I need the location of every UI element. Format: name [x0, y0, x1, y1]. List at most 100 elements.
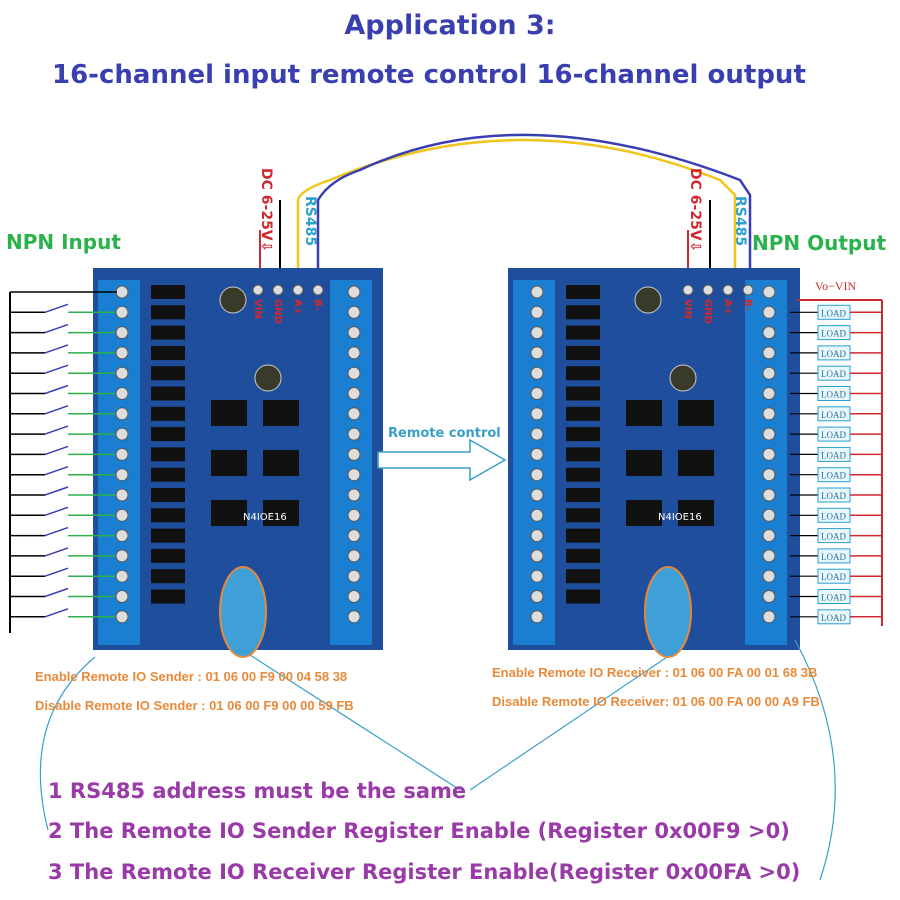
terminal-screw	[347, 447, 361, 461]
terminal-screw	[347, 346, 361, 360]
load-label: LOAD	[821, 349, 846, 359]
optocoupler-chip	[566, 548, 600, 563]
power-terminal-screw	[252, 284, 264, 296]
capacitor	[634, 286, 662, 314]
terminal-screw	[347, 488, 361, 502]
note-3: 3 The Remote IO Receiver Register Enable…	[48, 860, 801, 884]
terminal-screw	[762, 569, 776, 583]
load-label: LOAD	[821, 450, 846, 460]
terminal-screw	[530, 468, 544, 482]
note-1: 1 RS485 address must be the same	[48, 779, 467, 803]
terminal-screw	[530, 305, 544, 319]
dip-switch-highlight	[644, 566, 692, 658]
disable-sender-command: Disable Remote IO Sender : 01 06 00 F9 0…	[35, 698, 354, 713]
terminal-screw	[530, 569, 544, 583]
annotation-arrow	[249, 654, 461, 791]
load-label: LOAD	[821, 308, 846, 318]
terminal-label-a: A+	[292, 299, 303, 315]
npn-input-label: NPN Input	[6, 230, 121, 254]
terminal-screw	[347, 468, 361, 482]
page-title: Application 3:	[344, 10, 556, 41]
power-terminal-screw	[682, 284, 694, 296]
terminal-screw	[530, 326, 544, 340]
optocoupler-chip	[151, 427, 185, 442]
annotation-arrow	[39, 656, 96, 831]
ic-chip	[263, 500, 299, 526]
load: LOAD	[790, 609, 882, 625]
input-switch	[10, 344, 115, 354]
optocoupler-chip	[151, 528, 185, 543]
optocoupler-chip	[151, 325, 185, 340]
load-label: LOAD	[821, 572, 846, 582]
optocoupler-chip	[151, 447, 185, 462]
terminal-screw	[530, 285, 544, 299]
load-label: LOAD	[821, 430, 846, 440]
terminal-screw	[115, 447, 129, 461]
capacitor	[254, 364, 282, 392]
load-label: LOAD	[821, 491, 846, 501]
dip-switch-highlight	[219, 566, 267, 658]
terminal-screw	[115, 590, 129, 603]
load: LOAD	[790, 507, 882, 523]
input-switch	[10, 567, 115, 577]
terminal-screw	[115, 508, 129, 522]
terminal-label-b: B-	[312, 299, 323, 311]
terminal-screw	[347, 285, 361, 299]
terminal-screw	[530, 529, 544, 543]
input-switch	[10, 364, 115, 374]
load: LOAD	[790, 325, 882, 341]
terminal-screw	[115, 407, 129, 421]
input-switch	[10, 587, 115, 598]
load: LOAD	[790, 345, 882, 361]
load: LOAD	[790, 568, 882, 584]
terminal-screw	[347, 427, 361, 441]
npn-output-label: NPN Output	[752, 231, 887, 255]
optocoupler-chip	[566, 345, 600, 360]
terminal-screw	[762, 488, 776, 502]
power-terminal-screw	[292, 284, 304, 296]
terminal-screw	[530, 346, 544, 360]
rs485-label-left: RS485	[302, 196, 318, 247]
terminal-screw	[115, 488, 129, 502]
receiver-terminal-block	[745, 280, 787, 645]
power-terminal-screw	[312, 284, 324, 296]
load-label: LOAD	[821, 511, 846, 521]
load: LOAD	[790, 386, 882, 401]
annotation-arrow	[794, 639, 836, 881]
ic-chip	[211, 450, 247, 476]
optocoupler-chip	[151, 366, 185, 381]
terminal-screw	[530, 387, 544, 400]
ic-chip	[211, 400, 247, 426]
optocoupler-chip	[566, 305, 600, 320]
optocoupler-chip	[151, 548, 185, 563]
input-switch	[10, 405, 115, 415]
rs485-a-wire	[296, 138, 737, 280]
optocoupler-chip	[566, 325, 600, 340]
input-switch	[10, 486, 115, 496]
terminal-screw	[347, 610, 361, 624]
ic-chip	[678, 450, 714, 476]
terminal-label-vin: VIN	[252, 299, 263, 319]
terminal-screw	[762, 326, 776, 340]
optocoupler-chip	[151, 508, 185, 523]
terminal-screw	[347, 305, 361, 319]
capacitor	[219, 286, 247, 314]
terminal-screw	[530, 590, 544, 603]
ic-chip	[678, 500, 714, 526]
optocoupler-chip	[566, 406, 600, 421]
terminal-screw	[762, 549, 776, 563]
remote-control-label: Remote control	[388, 426, 501, 441]
load: LOAD	[790, 589, 882, 604]
optocoupler-chip	[566, 285, 600, 299]
load: LOAD	[790, 487, 882, 503]
enable-receiver-command: Enable Remote IO Receiver : 01 06 00 FA …	[492, 665, 818, 680]
terminal-screw	[347, 569, 361, 583]
load-header: Vo−VIN	[815, 279, 857, 293]
terminal-screw	[762, 346, 776, 360]
ic-chip	[263, 450, 299, 476]
ic-chip	[626, 500, 662, 526]
terminal-screw	[530, 427, 544, 441]
terminal-screw	[530, 508, 544, 522]
terminal-screw	[762, 407, 776, 421]
